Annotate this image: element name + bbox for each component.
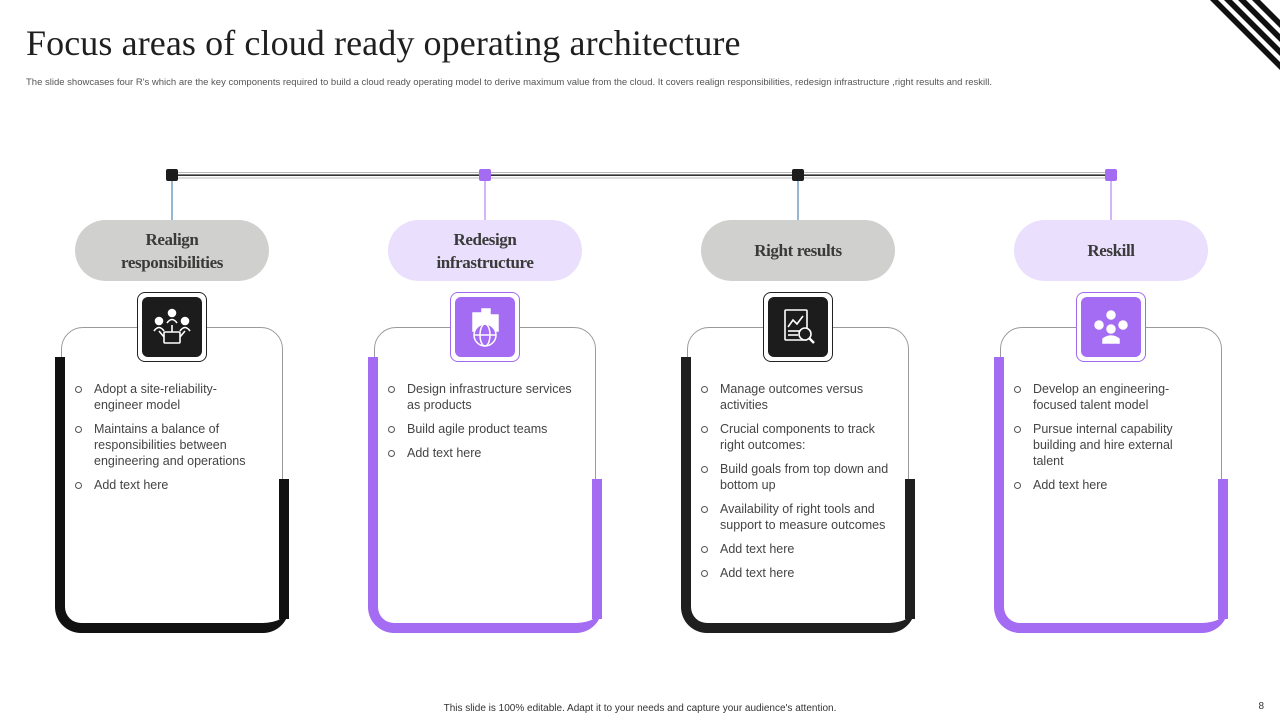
reskill-icon-frame	[1076, 292, 1146, 362]
list-item: Pursue internal capability building and …	[1014, 421, 1204, 469]
list-item: Add text here	[701, 541, 891, 557]
right-results-icon-frame	[763, 292, 833, 362]
realign-icon-frame	[137, 292, 207, 362]
redesign-card	[374, 327, 596, 633]
corner-stripes-decoration	[1210, 0, 1280, 70]
list-item: Adopt a site-reliability- engineer model	[75, 381, 265, 413]
slide-subtitle: The slide showcases four R's which are t…	[26, 77, 992, 88]
reskill-card	[1000, 327, 1222, 633]
list-item: Availability of right tools and support …	[701, 501, 891, 533]
redesign-card-accent	[368, 357, 602, 633]
right-results-card-accent	[681, 357, 915, 633]
redesign-icon-frame	[450, 292, 520, 362]
list-item: Build agile product teams	[388, 421, 578, 437]
slide-title: Focus areas of cloud ready operating arc…	[26, 23, 741, 63]
list-item: Build goals from top down and bottom up	[701, 461, 891, 493]
timeline-node-1	[166, 169, 178, 181]
building-globe-icon	[455, 297, 515, 357]
list-item: Develop an engineering- focused talent m…	[1014, 381, 1204, 413]
timeline-node-4	[1105, 169, 1117, 181]
right-results-heading: Right results	[701, 220, 895, 281]
reskill-card-accent	[994, 357, 1228, 633]
slide-footer: This slide is 100% editable. Adapt it to…	[443, 703, 837, 714]
team-hierarchy-icon	[142, 297, 202, 357]
timeline-node-3	[792, 169, 804, 181]
list-item: Maintains a balance of responsibilities …	[75, 421, 265, 469]
redesign-item-list: Design infrastructure services as produc…	[388, 381, 578, 469]
reskill-heading: Reskill	[1014, 220, 1208, 281]
list-item: Add text here	[388, 445, 578, 461]
timeline-connector	[166, 169, 1117, 220]
realign-card-accent	[55, 357, 289, 633]
list-item: Add text here	[701, 565, 891, 581]
realign-item-list: Adopt a site-reliability- engineer model…	[75, 381, 265, 501]
list-item: Design infrastructure services as produc…	[388, 381, 578, 413]
reskill-item-list: Develop an engineering- focused talent m…	[1014, 381, 1204, 501]
talent-skills-icon	[1081, 297, 1141, 357]
timeline-node-2	[479, 169, 491, 181]
list-item: Add text here	[75, 477, 265, 493]
page-number: 8	[1258, 701, 1264, 712]
list-item: Manage outcomes versus activities	[701, 381, 891, 413]
list-item: Crucial components to track right outcom…	[701, 421, 891, 453]
right-results-item-list: Manage outcomes versus activities Crucia…	[701, 381, 891, 589]
list-item: Add text here	[1014, 477, 1204, 493]
report-search-icon	[768, 297, 828, 357]
